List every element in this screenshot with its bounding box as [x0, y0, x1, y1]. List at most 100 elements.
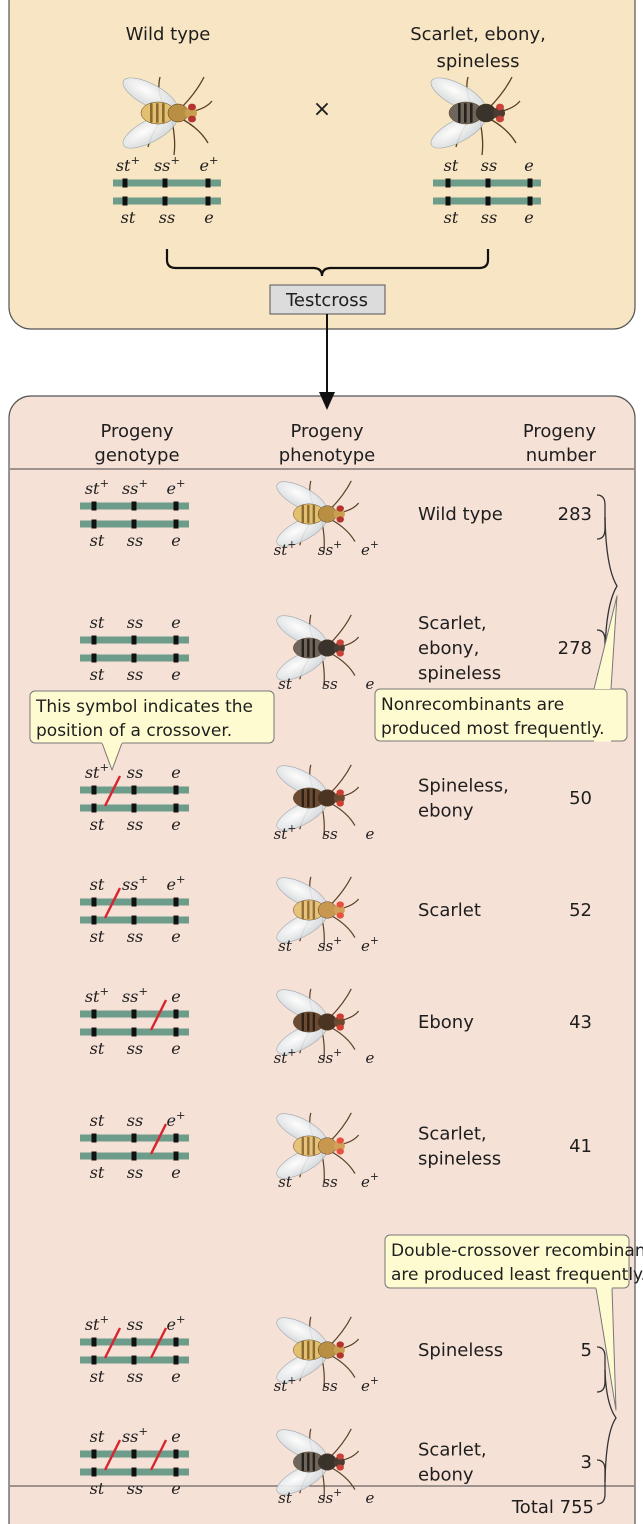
genotype-allele: st: [90, 815, 105, 834]
fly-stripe: [313, 639, 315, 657]
fly-eye: [337, 1464, 344, 1470]
genotype-allele: e: [171, 927, 180, 946]
fly-thorax: [318, 902, 336, 919]
gene-locus: [528, 197, 533, 206]
genotype-allele: e: [171, 613, 180, 632]
phenotype-label: Spineless,: [418, 776, 509, 797]
gene-locus: [92, 1010, 97, 1019]
phenotype-allele: e: [366, 1489, 375, 1507]
gene-locus: [132, 1152, 137, 1161]
fly-eye: [337, 1013, 344, 1019]
fly-eye: [496, 116, 504, 123]
parent-allele: st: [444, 156, 459, 175]
phenotype-label: Scarlet: [418, 900, 481, 921]
gene-locus: [132, 1356, 137, 1365]
gene-locus: [123, 179, 128, 188]
genotype-allele: ss: [127, 815, 143, 834]
fly-stripe: [150, 103, 153, 123]
fly-eye: [337, 1453, 344, 1459]
fly-thorax: [318, 1014, 336, 1031]
column-header: Progeny: [523, 421, 596, 442]
fly-thorax: [318, 640, 336, 657]
gene-locus: [446, 197, 451, 206]
fly-stripe: [313, 1453, 315, 1471]
gene-locus: [174, 1468, 179, 1477]
parent-allele: st: [444, 208, 459, 227]
genotype-allele: st: [90, 1039, 105, 1058]
gene-locus: [174, 1134, 179, 1143]
gene-locus: [132, 804, 137, 813]
fly-eye: [188, 104, 196, 111]
genotype-allele: st: [90, 531, 105, 550]
gene-locus: [132, 520, 137, 529]
callout-text: Double-crossover recombinants: [391, 1241, 643, 1261]
parental-panel: [9, 0, 635, 329]
fly-thorax: [318, 1138, 336, 1155]
fly-eye: [337, 639, 344, 645]
gene-locus: [163, 179, 168, 188]
fly-stripe: [307, 789, 309, 807]
parent-left-label: Wild type: [126, 24, 211, 45]
parent-allele: ss: [481, 156, 497, 175]
genotype-allele: e: [171, 1427, 180, 1446]
gene-locus: [132, 786, 137, 795]
phenotype-label: Spineless: [418, 1340, 503, 1361]
parent-right-label: spineless: [436, 51, 519, 72]
cross-symbol: ×: [313, 97, 331, 122]
genotype-allele: ss: [127, 613, 143, 632]
phenotype-allele: ss: [322, 675, 338, 693]
column-header: phenotype: [279, 445, 376, 466]
phenotype-allele: st: [278, 675, 293, 693]
column-header: Progeny: [290, 421, 363, 442]
genotype-allele: st: [90, 875, 105, 894]
gene-locus: [92, 1134, 97, 1143]
fly-stripe: [307, 1013, 309, 1031]
genotype-allele: ss: [127, 1111, 143, 1130]
gene-locus: [132, 1338, 137, 1347]
gene-locus: [174, 916, 179, 925]
phenotype-allele: e: [366, 675, 375, 693]
fly-stripe: [313, 789, 315, 807]
progeny-number: 50: [569, 788, 592, 809]
gene-locus: [92, 1468, 97, 1477]
gene-locus: [92, 1450, 97, 1459]
fly-stripe: [307, 639, 309, 657]
gene-locus: [174, 654, 179, 663]
phenotype-label: Scarlet,: [418, 1440, 487, 1461]
phenotype-allele: ss: [322, 1173, 338, 1191]
gene-locus: [132, 1450, 137, 1459]
gene-locus: [92, 1338, 97, 1347]
gene-locus: [446, 179, 451, 188]
genotype-allele: e: [171, 1367, 180, 1386]
fly-stripe: [313, 505, 315, 523]
genotype-allele: ss: [127, 927, 143, 946]
genotype-allele: st: [90, 1111, 105, 1130]
genotype-allele: st: [90, 1367, 105, 1386]
fly-stripe: [307, 1137, 309, 1155]
gene-locus: [174, 1450, 179, 1459]
fly-stripe: [302, 505, 304, 523]
phenotype-label: Scarlet,: [418, 1124, 487, 1145]
gene-locus: [132, 1010, 137, 1019]
fly-stripe: [302, 639, 304, 657]
fly-stripe: [302, 1453, 304, 1471]
column-header: number: [526, 445, 597, 466]
fly-stripe: [307, 505, 309, 523]
genotype-allele: ss: [127, 665, 143, 684]
genotype-allele: e: [171, 763, 180, 782]
fly-thorax: [318, 790, 336, 807]
fly-stripe: [302, 1137, 304, 1155]
fly-stripe: [458, 103, 461, 123]
fly-eye: [188, 116, 196, 123]
gene-locus: [92, 1152, 97, 1161]
gene-locus: [92, 636, 97, 645]
phenotype-allele: ss: [322, 825, 338, 843]
fly-stripe: [470, 103, 473, 123]
genotype-allele: e: [171, 1479, 180, 1498]
genotype-allele: st: [90, 613, 105, 632]
gene-locus: [92, 654, 97, 663]
genotype-allele: st: [90, 1427, 105, 1446]
fly-stripe: [307, 1453, 309, 1471]
phenotype-allele: st: [278, 937, 293, 955]
